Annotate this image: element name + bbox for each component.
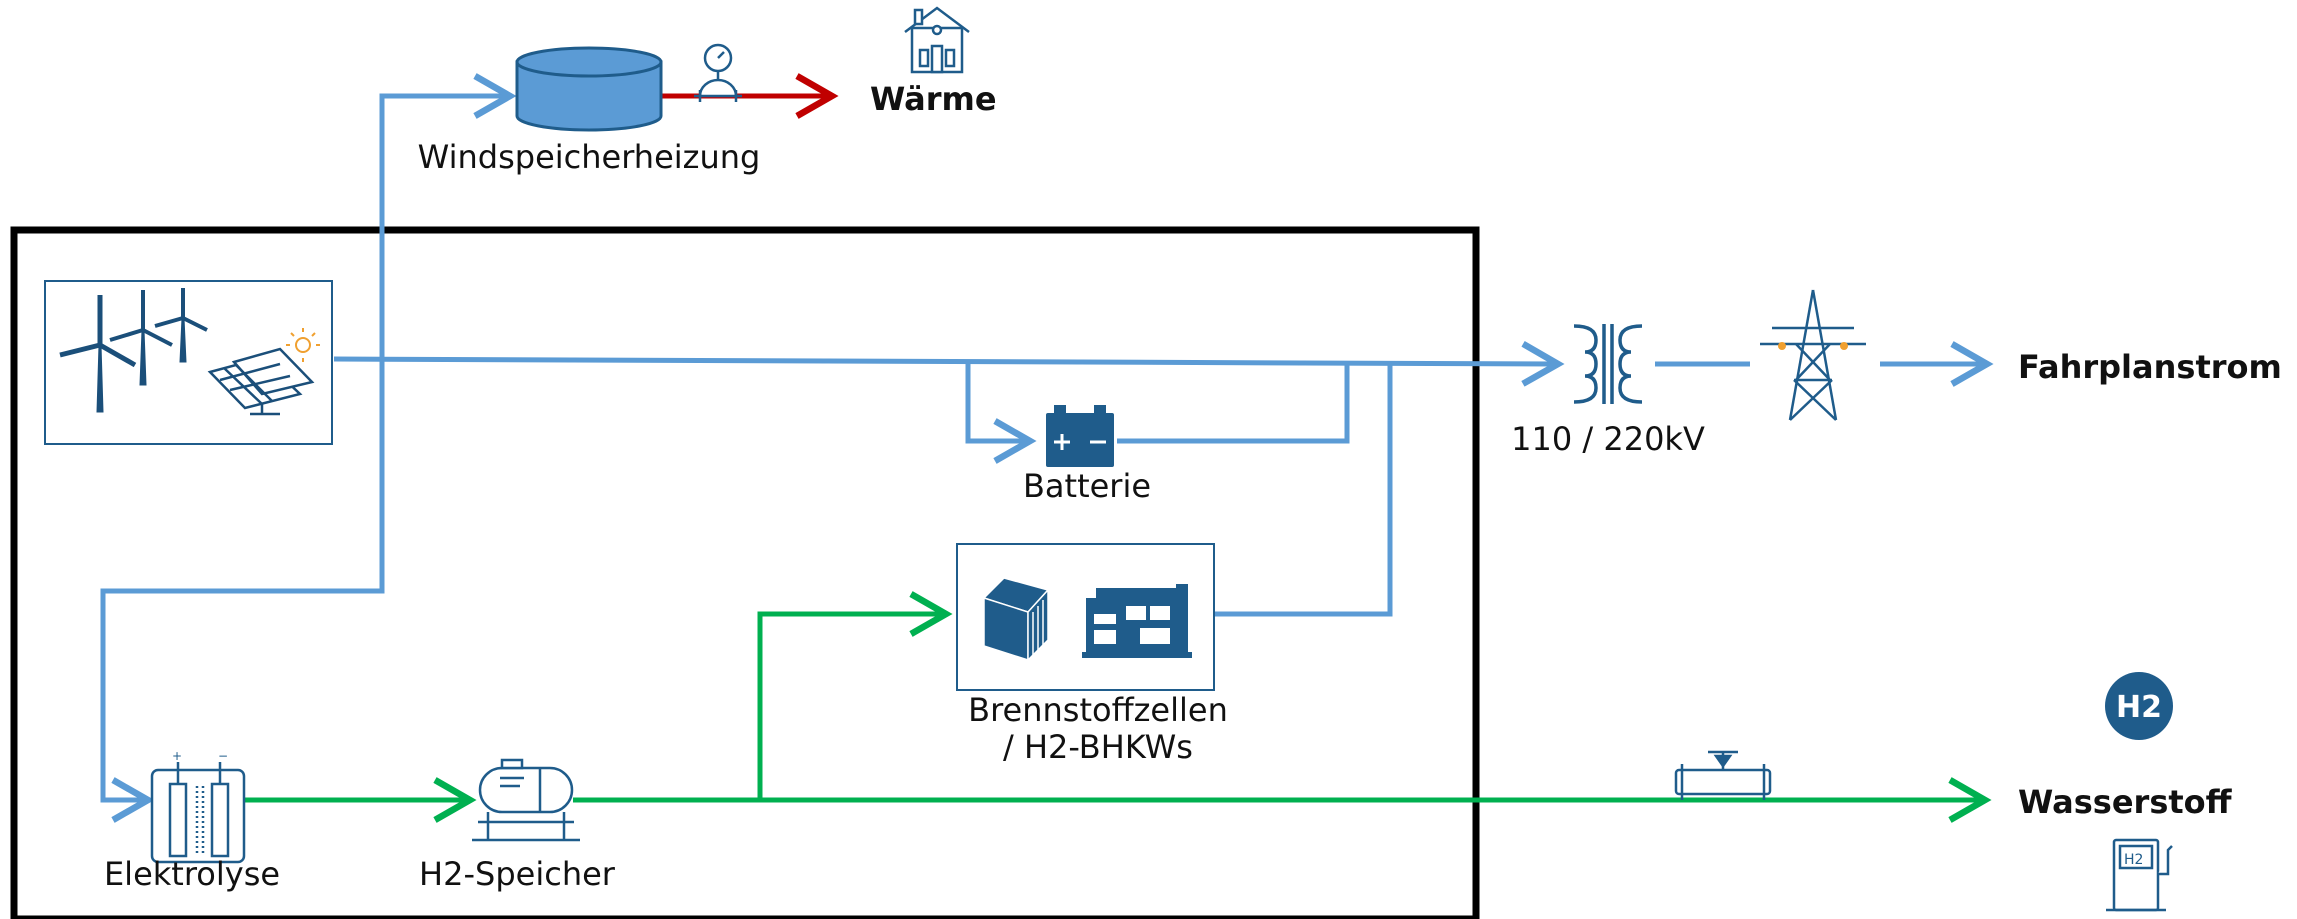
water-tank-icon: [515, 46, 663, 132]
system-boundary-frame: [10, 226, 1480, 919]
hydrogen-flows: [244, 591, 1992, 823]
h2-storage-label: H2-Speicher: [419, 855, 616, 893]
flow-to-fuel-cell: [757, 591, 953, 800]
flow-to-battery: [965, 362, 1037, 464]
hydrogen-label: Wasserstoff: [2018, 783, 2233, 821]
battery-icon: [1046, 405, 1114, 467]
electrolyser-icon: + −: [150, 749, 246, 864]
heat-output-label: Wärme: [870, 80, 997, 118]
fuel-cell-label-line2: / H2-BHKWs: [1003, 728, 1193, 766]
svg-text:+: +: [172, 749, 182, 763]
schedule-power-label: Fahrplanstrom: [2018, 348, 2282, 386]
electrolysis-label: Elektrolyse: [104, 855, 280, 893]
svg-text:H2: H2: [2124, 852, 2143, 868]
svg-text:−: −: [218, 749, 228, 763]
pipeline-valve-icon: [1674, 750, 1772, 800]
svg-text:H2: H2: [2116, 690, 2162, 725]
pump-gauge-icon: [694, 43, 742, 102]
flow-to-electrolysis: [100, 359, 385, 823]
house-icon: [904, 6, 970, 74]
flow-generation-to-grid: [333, 341, 1565, 387]
h2-fuel-pump-icon: H2: [2106, 838, 2173, 912]
heat-storage-label: Windspeicherheizung: [418, 138, 761, 176]
flow-to-heat-storage: [379, 73, 517, 359]
wind-turbines-icon: [59, 288, 208, 413]
sun-icon: [286, 328, 320, 362]
electric-flows: [100, 73, 1994, 823]
flow-from-fuel-cell: [1205, 364, 1393, 617]
fuel-cell-label-line1: Brennstoffzellen: [968, 691, 1228, 729]
transformer-voltage-label: 110 / 220kV: [1511, 420, 1705, 458]
h2-tank-icon: [472, 758, 580, 842]
solar-panels-icon: [207, 347, 315, 416]
generation-box: [44, 280, 333, 445]
generator-icon: [1082, 584, 1192, 658]
fuel-cell-stack-icon: [982, 577, 1050, 662]
battery-label: Batterie: [1023, 467, 1151, 505]
fuel-cell-box: [956, 543, 1215, 691]
power-pylon-icon: [1760, 289, 1866, 421]
transformer-icon: [1573, 324, 1643, 404]
flow-from-battery: [1117, 363, 1350, 444]
h2-badge: H2: [2105, 672, 2173, 740]
